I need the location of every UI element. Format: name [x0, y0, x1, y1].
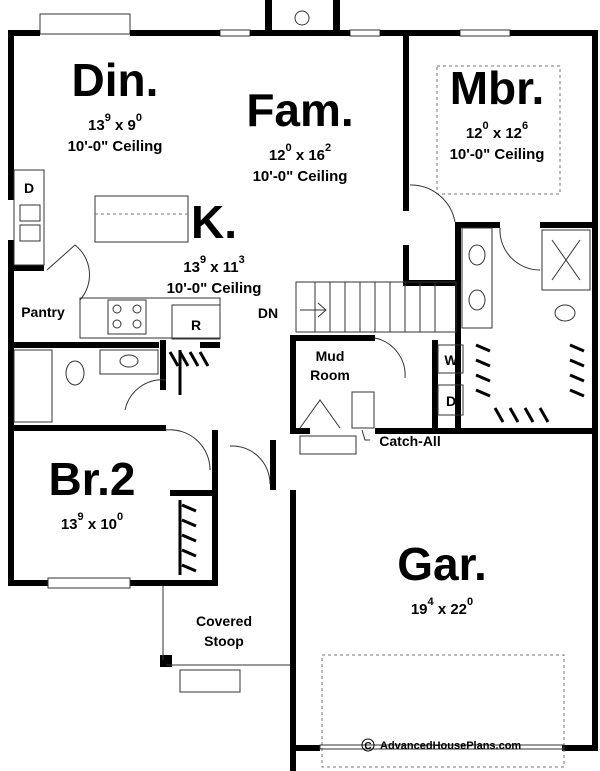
room-name-k: K.	[191, 196, 237, 248]
arrow-icon	[300, 302, 327, 318]
label-refrigerator: R	[191, 317, 201, 333]
stoop-steps	[179, 669, 241, 693]
walls	[8, 30, 598, 771]
door[interactable]	[499, 227, 541, 271]
vanity	[461, 227, 493, 329]
garage-door[interactable]	[321, 654, 565, 768]
room-name-gar: Gar.	[397, 538, 487, 590]
label-mud: Mud	[316, 348, 345, 364]
stairs[interactable]	[295, 281, 457, 333]
refrigerator	[171, 304, 221, 340]
room-name-din: Din.	[72, 54, 159, 106]
tray-ceiling	[436, 65, 561, 195]
room-dims-br2: 139 x 100	[61, 511, 123, 533]
copyright: C AdvancedHousePlans.com	[361, 738, 521, 752]
door[interactable]	[165, 429, 211, 471]
steps	[299, 435, 357, 455]
shower	[541, 229, 591, 291]
window	[39, 13, 131, 35]
room-ceiling-k: 10'-0" Ceiling	[167, 280, 262, 297]
room-name-br2: Br.2	[49, 453, 136, 505]
window	[349, 29, 381, 37]
room-dims-fam: 120 x 162	[269, 142, 331, 164]
room-ceiling-mbr: 10'-0" Ceiling	[450, 146, 545, 163]
closet-rod	[168, 350, 210, 395]
room-name-mbr: Mbr.	[450, 62, 545, 114]
closet-rod	[178, 500, 197, 575]
copyright-icon: C	[364, 741, 371, 752]
washer	[437, 344, 464, 374]
label-stoop: Stoop	[204, 633, 244, 649]
room-ceiling-din: 10'-0" Ceiling	[68, 138, 163, 155]
label-dishwasher: D	[24, 180, 34, 196]
door[interactable]	[229, 445, 271, 485]
door[interactable]	[46, 244, 90, 301]
catch-all-bench	[351, 391, 375, 429]
label-washer: W	[444, 352, 458, 368]
sink	[19, 204, 41, 222]
door[interactable]	[299, 399, 341, 429]
copyright-text: AdvancedHousePlans.com	[380, 740, 521, 752]
kitchen-counter	[13, 169, 45, 266]
label-down: DN	[258, 305, 278, 321]
label-room: Room	[310, 367, 350, 383]
label-covered: Covered	[196, 613, 252, 629]
label-catch-all: Catch-All	[379, 433, 440, 449]
label-dryer: D	[446, 393, 456, 409]
kitchen-island	[94, 195, 189, 243]
toilet	[554, 304, 576, 322]
window	[459, 29, 511, 37]
window	[219, 29, 251, 37]
room-dims-gar: 194 x 220	[411, 596, 473, 618]
closet-rod	[475, 343, 585, 423]
range	[107, 299, 147, 335]
covered-stoop-outline	[162, 586, 290, 666]
vanity	[99, 349, 159, 375]
room-dims-mbr: 120 x 126	[466, 120, 528, 142]
door[interactable]	[374, 337, 406, 379]
dryer	[437, 384, 464, 416]
room-ceiling-fam: 10'-0" Ceiling	[253, 168, 348, 185]
bathtub	[13, 349, 53, 423]
room-name-fam: Fam.	[246, 84, 353, 136]
sink	[19, 224, 41, 242]
door[interactable]	[409, 184, 456, 223]
window	[47, 577, 131, 589]
door[interactable]	[124, 379, 167, 411]
room-dims-k: 139 x 113	[183, 254, 244, 276]
room-dims-din: 139 x 90	[88, 112, 142, 134]
label-pantry: Pantry	[21, 304, 65, 320]
toilet	[65, 360, 85, 386]
